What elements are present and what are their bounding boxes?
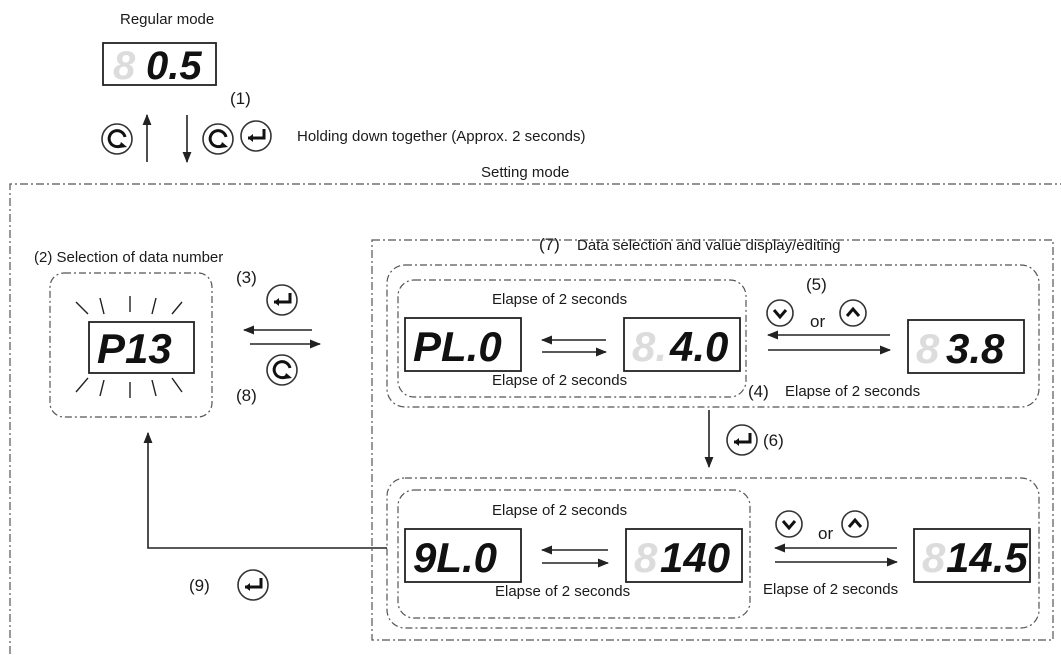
step-4-text: Elapse of 2 seconds: [785, 383, 920, 400]
row-1-value-display: 8. 4.0: [623, 317, 741, 372]
row-2-outer: [386, 477, 1040, 629]
svg-text:8: 8: [916, 325, 940, 372]
enter-key-icon[interactable]: [239, 119, 273, 153]
step-2-text: (2) Selection of data number: [34, 249, 223, 266]
svg-text:8: 8: [922, 534, 946, 581]
row-2-value-display: 8 140: [625, 528, 743, 583]
step-4-number: (4): [748, 382, 769, 401]
row-1-param-text: PL.0: [413, 323, 502, 370]
data-number-display: P13: [97, 325, 172, 372]
row-1-elapse-top: Elapse of 2 seconds: [492, 291, 627, 308]
step-3-number: (3): [236, 268, 257, 287]
regular-mode-label: Regular mode: [120, 11, 214, 28]
step-7-text: Data selection and value display/editing: [577, 237, 841, 254]
step-8-number: (8): [236, 386, 257, 405]
row-2-edited-display: 8 14.5: [913, 528, 1031, 583]
or-label-2: or: [818, 524, 833, 543]
row-1-edited-display: 8 3.8: [907, 319, 1025, 374]
setting-mode-label: Setting mode: [481, 164, 569, 181]
row-2-param-text: 9L.0: [413, 534, 497, 581]
data-selection-box: [371, 239, 1054, 641]
down-key-icon[interactable]: [774, 509, 804, 539]
step-6-number: (6): [763, 431, 784, 450]
enter-key-icon[interactable]: [265, 283, 299, 317]
row-2-edited-text: 14.5: [946, 534, 1028, 581]
row-1-elapse-bottom: Elapse of 2 seconds: [492, 372, 627, 389]
mode-key-icon[interactable]: [100, 122, 134, 156]
svg-text:8.: 8.: [632, 323, 667, 370]
mode-key-icon[interactable]: [201, 122, 235, 156]
up-key-icon[interactable]: [838, 298, 868, 328]
up-key-icon[interactable]: [840, 509, 870, 539]
step-1-number: (1): [230, 89, 251, 108]
svg-text:8: 8: [634, 534, 658, 581]
step-7-number: (7): [539, 235, 560, 254]
down-key-icon[interactable]: [765, 298, 795, 328]
row-1-param-display: PL.0: [404, 317, 522, 372]
step-9-number: (9): [189, 576, 210, 595]
row-2-elapse-bottom: Elapse of 2 seconds: [495, 583, 630, 600]
row-2-param-display: 9L.0: [404, 528, 522, 583]
or-label-1: or: [810, 312, 825, 331]
row-2-elapse-top: Elapse of 2 seconds: [492, 502, 627, 519]
regular-mode-display: 8 0.5: [102, 42, 217, 88]
data-number-panel: P13: [49, 272, 213, 418]
enter-key-icon[interactable]: [725, 423, 759, 457]
step-5-number: (5): [806, 275, 827, 294]
mode-key-icon[interactable]: [265, 353, 299, 387]
enter-key-icon[interactable]: [236, 568, 270, 602]
regular-display-value: 0.5: [146, 44, 202, 88]
row-1-outer: [386, 264, 1040, 408]
row-2-elapse-right: Elapse of 2 seconds: [763, 581, 898, 598]
row-2-value-text: 140: [660, 534, 730, 581]
row-2-inner: [397, 489, 751, 619]
row-1-edited-text: 3.8: [946, 325, 1005, 372]
row-1-value-text: 4.0: [669, 323, 728, 370]
svg-text:8: 8: [113, 44, 136, 88]
step-1-text: Holding down together (Approx. 2 seconds…: [297, 128, 586, 145]
